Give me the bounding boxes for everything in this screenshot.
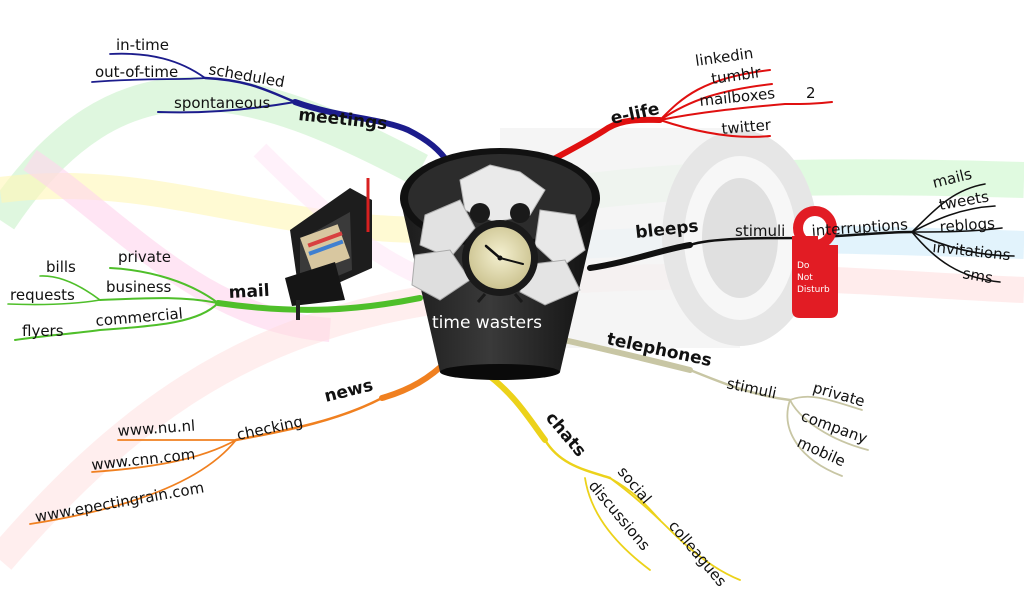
- meetings-out-of-time-label: out-of-time: [95, 63, 178, 81]
- telephones-item-private: private: [811, 379, 867, 411]
- branch-elife-label: e-life: [609, 99, 661, 129]
- mail-commercial-label: commercial: [95, 304, 184, 330]
- bleeps-item-sms: sms: [961, 264, 994, 287]
- news-checking-label: checking: [235, 412, 304, 444]
- branch-line-mail: [215, 295, 423, 313]
- dnd-sign-line-2: Not: [797, 273, 813, 283]
- mail-requests-label: requests: [10, 286, 75, 304]
- do-not-disturb-sign-image: Do Not Disturb: [792, 206, 838, 318]
- central-topic-label: time wasters: [432, 313, 542, 333]
- branch-line-elife: [549, 116, 663, 163]
- dnd-sign-line-3: Disturb: [797, 285, 830, 295]
- elife-mailboxes-count: 2: [806, 84, 816, 102]
- sub-branches: [7, 52, 1015, 581]
- elife-item-twitter: twitter: [721, 116, 773, 138]
- bleeps-item-reblogs: reblogs: [939, 214, 996, 236]
- meetings-spontaneous-label: spontaneous: [174, 94, 271, 112]
- branch-line-bleeps: [587, 242, 693, 271]
- branch-chats-label: chats: [541, 408, 590, 461]
- labels: time wasters meetings scheduled in-time …: [10, 36, 1012, 590]
- mail-private-label: private: [118, 248, 171, 266]
- branch-news-label: news: [322, 375, 375, 406]
- chats-colleagues-label: colleagues: [665, 517, 730, 590]
- branch-line-news: [379, 357, 451, 401]
- branch-mail-label: mail: [228, 281, 270, 303]
- news-item-nu: www.nu.nl: [117, 417, 196, 440]
- dnd-sign-line-1: Do: [797, 261, 810, 271]
- mail-business-label: business: [106, 278, 172, 296]
- alarm-clock-image: [462, 203, 538, 303]
- mail-flyers-label: flyers: [22, 322, 64, 340]
- meetings-in-time-label: in-time: [116, 36, 169, 54]
- mailbox-image: [285, 178, 372, 320]
- telephones-stimuli-label: stimuli: [725, 374, 778, 402]
- bleeps-stimuli-label: stimuli: [735, 222, 785, 240]
- branch-line-telephones: [552, 335, 693, 373]
- mail-bills-label: bills: [46, 258, 76, 276]
- branch-line-chats: [485, 372, 548, 443]
- branch-line-meetings: [292, 99, 453, 168]
